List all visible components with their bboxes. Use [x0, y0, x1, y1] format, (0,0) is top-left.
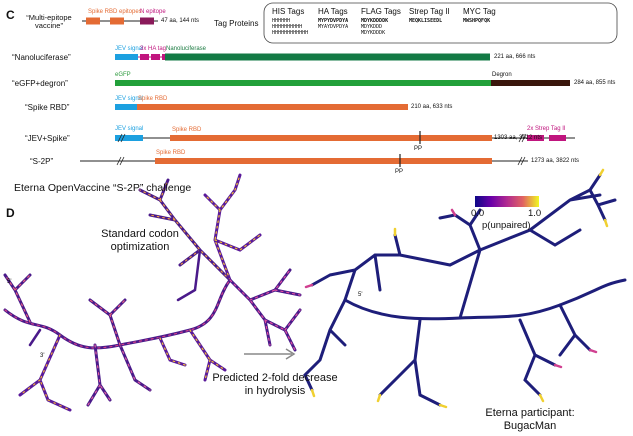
length-nanoluciferase: 221 aa, 666 nts — [494, 54, 536, 60]
end-marker-5prime-left: 5' — [7, 279, 12, 285]
bar-strep-2 — [549, 135, 566, 141]
tag-header-myc: MYC Tag — [463, 7, 496, 16]
colorbar — [475, 196, 539, 207]
bar-spike-epitope-1 — [86, 17, 100, 25]
tag-seq: MDYKDDDK — [361, 30, 386, 36]
row-name-spike-rbd: “Spike RBD” — [25, 103, 70, 112]
domain-label-jev-signal-3: JEV signal — [115, 126, 144, 132]
domain-label-degron: Degron — [492, 72, 512, 78]
tag-header-flag: FLAG Tags — [361, 7, 401, 16]
row-name-egfp-degron: “eGFP+degron” — [12, 79, 68, 88]
bar-spike-rbd-short — [137, 104, 408, 110]
tag-seq: MEQKLISEEDL — [409, 18, 443, 24]
panel-c-label: C — [6, 8, 15, 22]
tag-seq: MDYKDDD — [361, 24, 383, 30]
bar-spike-rbd-jev — [170, 135, 492, 141]
arrow-right-icon — [244, 348, 296, 360]
bar-jev-signal-3 — [115, 135, 143, 141]
rna-structure-left — [3, 173, 302, 412]
domain-label-egfp: eGFP — [115, 72, 131, 78]
marker-pp-s2p: PP — [395, 169, 404, 175]
row-name-nanoluciferase: “Nanoluciferase” — [12, 53, 71, 62]
domain-label-jev-signal-2: JEV signal — [115, 96, 144, 102]
tag-seq: MYAYDVPDYA — [318, 24, 349, 30]
tag-column-flag: FLAG Tags MDYKDDDDK MDYKDDD MDYKDDDK — [361, 7, 401, 36]
tag-column-strep: Strep Tag II MEQKLISEEDL — [409, 7, 450, 24]
tag-column-ha: HA Tags MYPYDVPDYA MYAYDVPDYA — [318, 7, 348, 30]
domain-label-n-epitope: N epitope — [140, 9, 166, 15]
tag-seq: HHHHHH — [272, 18, 291, 24]
domain-label-jev-signal: JEV signal — [115, 46, 144, 52]
bar-spike-epitope-2 — [110, 17, 124, 25]
tag-seq: HHHHHHHHHH — [272, 24, 303, 30]
domain-label-ha-tag: 3x HA tag — [140, 46, 167, 52]
rna-structure-right — [303, 168, 627, 409]
tag-column-myc: MYC Tag MWSHPQFQK — [463, 7, 496, 24]
tag-seq: MDYKDDDDK — [361, 18, 389, 24]
bar-n-epitope — [140, 17, 154, 25]
row-name-jev-spike: “JEV+Spike” — [25, 134, 70, 143]
panel-d-label: D — [6, 206, 15, 220]
colorbar-max: 1.0 — [528, 208, 542, 219]
tag-proteins-title: Tag Proteins — [214, 19, 259, 28]
bar-jev-signal-2 — [115, 104, 137, 110]
bar-egfp — [115, 80, 491, 86]
tag-seq: MWSHPQFQK — [463, 18, 491, 24]
panel-c-caption: Eterna OpenVaccine “S-2P” challenge — [14, 182, 192, 194]
tag-header-ha: HA Tags — [318, 7, 348, 16]
domain-label-spike-rbd: Spike RBD — [138, 96, 168, 102]
length-spike-rbd: 210 aa, 633 nts — [411, 104, 453, 110]
tag-header-his: HIS Tags — [272, 7, 305, 16]
domain-label-nanoluciferase: Nanoluciferase — [166, 46, 207, 52]
tag-seq: HHHHHHHHHHHH — [272, 30, 309, 36]
left-structure-label: Standard codon optimization — [101, 228, 179, 253]
tag-column-his: HIS Tags HHHHHH HHHHHHHHHH HHHHHHHHHHHH — [272, 7, 308, 36]
right-structure-label: Eterna participant: BugacMan — [485, 407, 575, 432]
tag-proteins-box — [263, 2, 618, 44]
domain-label-spike-rbd-s2p: Spike RBD — [156, 150, 186, 156]
row-name-s2p: “S-2P” — [30, 157, 54, 166]
colorbar-title: p(unpaired) — [482, 220, 531, 231]
domain-label-strep-tag: 2x Strep Tag II — [527, 126, 566, 132]
bar-spike-rbd-s2p — [155, 158, 492, 164]
end-marker-5prime-right: 5' — [358, 292, 363, 298]
tag-seq: MYPYDVPDYA — [318, 18, 349, 24]
length-multi-epitope: 47 aa, 144 nts — [161, 18, 200, 24]
marker-pp-jev-spike: PP — [414, 146, 423, 152]
bar-strep-1 — [527, 135, 544, 141]
length-egfp-degron: 284 aa, 855 nts — [574, 80, 616, 86]
bar-nanoluciferase — [165, 53, 490, 61]
bar-degron — [491, 80, 570, 86]
colorbar-min: 0.0 — [471, 208, 485, 219]
arrow-caption: Predicted 2-fold decrease in hydrolysis — [212, 372, 338, 397]
domain-label-spike-rbd-jev: Spike RBD — [172, 127, 202, 133]
bar-jev-signal — [115, 54, 138, 60]
row-name-multi-epitope: “Multi-epitope vaccine” — [26, 13, 72, 30]
tag-header-strep: Strep Tag II — [409, 7, 450, 16]
end-marker-3prime: 3' — [40, 353, 45, 359]
length-jev-spike: 1303 aa, 3912 nts — [494, 135, 543, 141]
length-s2p: 1273 aa, 3822 nts — [531, 158, 580, 164]
domain-label-spike-epitopes: Spike RBD epitopes — [88, 9, 142, 15]
